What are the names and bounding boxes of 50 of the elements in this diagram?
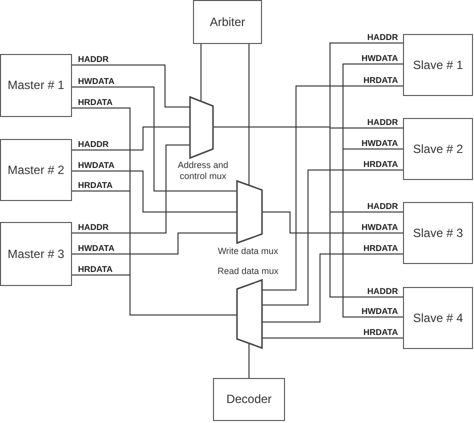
mux-label: Write data mux [216, 246, 280, 257]
multiplexer-symbol [237, 280, 262, 348]
multiplexer-symbol [190, 97, 213, 158]
signal-label: HRDATA [363, 159, 398, 169]
signal-label: HWDATA [78, 76, 115, 86]
bus-line [72, 144, 190, 234]
signal-label: HADDR [78, 54, 109, 64]
signal-label: HWDATA [361, 222, 398, 232]
signal-label: HADDR [78, 139, 109, 149]
bus-line [262, 86, 404, 290]
signal-label: HADDR [367, 286, 398, 296]
bus-line [248, 342, 250, 378]
mux-label: Read data mux [216, 266, 280, 277]
bus-line [200, 44, 202, 102]
signal-label: HRDATA [363, 327, 398, 337]
bus-line [72, 126, 190, 150]
block-box: Master # 2 [0, 139, 72, 201]
block-box: Slave # 4 [403, 287, 473, 349]
signal-label: HADDR [78, 222, 109, 232]
block-box: Slave # 3 [403, 202, 473, 264]
bus-line [72, 64, 190, 108]
bus-line [248, 44, 250, 186]
signal-label: HADDR [367, 32, 398, 42]
signal-label: HRDATA [78, 264, 113, 274]
multiplexer-symbol [237, 181, 262, 243]
signal-label: HWDATA [361, 138, 398, 148]
signal-label: HWDATA [361, 306, 398, 316]
signal-label: HWDATA [78, 160, 115, 170]
signal-label: HWDATA [361, 53, 398, 63]
block-box: Master # 3 [0, 222, 72, 286]
bus-line [72, 274, 238, 316]
block-box: Slave # 2 [403, 118, 473, 180]
signal-label: HRDATA [363, 243, 398, 253]
bus-line [72, 86, 238, 192]
signal-label: HRDATA [78, 97, 113, 107]
bus-line [72, 232, 238, 254]
block-box: Slave # 1 [403, 34, 473, 96]
block-box: Decoder [213, 378, 285, 421]
signal-label: HRDATA [78, 180, 113, 190]
signal-label: HRDATA [363, 75, 398, 85]
signal-label: HADDR [367, 117, 398, 127]
bus-line [262, 212, 404, 318]
signal-label: HADDR [367, 201, 398, 211]
bus-line [72, 170, 238, 212]
bus-line [262, 170, 404, 306]
block-box: Arbiter [193, 0, 262, 44]
block-box: Master # 1 [0, 54, 72, 117]
mux-label: Address and control mux [176, 160, 230, 182]
bus-line [262, 254, 404, 322]
signal-label: HWDATA [78, 243, 115, 253]
